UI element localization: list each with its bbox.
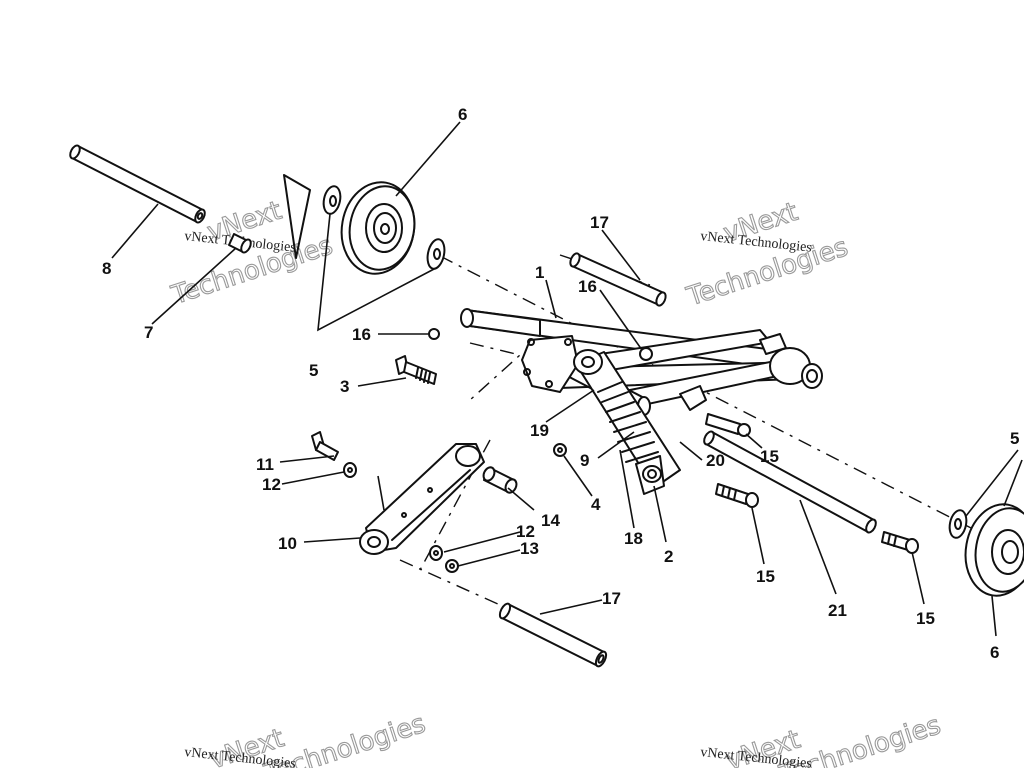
callout-12-left: 12 [262,475,281,494]
nut-16-right [639,347,653,361]
wheel-6-top [340,181,416,275]
rod-21 [703,430,877,534]
washer-5-left-b [426,238,446,270]
callout-6-right: 6 [990,643,999,662]
centerlines [399,254,1011,606]
callout-12-right: 12 [516,522,535,541]
spacer-14 [482,466,518,494]
bolt-3 [395,355,437,385]
callout-3: 3 [340,377,349,396]
washer-12-left [343,462,357,478]
rod-17-top [569,252,667,307]
callout-16-left: 16 [352,325,371,344]
callout-15-mid: 15 [756,567,775,586]
rod-17-bottom [498,602,608,668]
washer-5-left-a [322,185,342,215]
nut-13 [445,559,459,573]
callout-2: 2 [664,547,673,566]
bolt-11 [311,431,339,461]
spacer-7 [228,233,252,254]
callout-21: 21 [828,601,847,620]
washer-5-right [948,509,968,539]
callout-18: 18 [624,529,643,548]
callout-10: 10 [278,534,297,553]
nut-16-left [428,328,440,340]
watermark-bottom-right: vNext Technologies vNext Technologies [700,710,945,768]
callout-20: 20 [706,451,725,470]
bolt-15-mid [715,483,759,508]
callout-4: 4 [591,495,601,514]
callout-7: 7 [144,323,153,342]
bolt-15-right [881,531,919,554]
swing-arm-frame-1 [460,308,823,416]
rod-8 [69,144,206,224]
callout-labels: 6 8 7 5 17 1 16 16 3 19 9 20 15 4 11 12 … [102,105,1019,662]
callout-14: 14 [541,511,560,530]
callout-5-right: 5 [1010,429,1019,448]
callout-17-bottom: 17 [602,589,621,608]
shock-absorber [573,349,681,495]
callout-19: 19 [530,421,549,440]
callout-9: 9 [580,451,589,470]
wheel-6-right [964,503,1024,597]
callout-16-right: 16 [578,277,597,296]
callout-17-top: 17 [590,213,609,232]
callout-11: 11 [256,455,274,474]
callout-8: 8 [102,259,111,278]
callout-15-upper: 15 [760,447,779,466]
callout-1: 1 [535,263,544,282]
link-arm-10 [359,443,485,555]
bolt-15-upper [705,413,751,437]
callout-15-right: 15 [916,609,935,628]
washer-12-right [429,545,443,561]
watermark-top-right: vNext Technologies vNext Technologies [682,196,852,313]
watermark-bottom-left: vNext Technologies vNext Technologies [184,708,430,768]
leader-lines [111,121,1023,637]
callout-5-left: 5 [309,361,318,380]
bracket-outline [283,174,311,259]
callout-13: 13 [520,539,539,558]
callout-6-top: 6 [458,105,467,124]
nut-4 [553,443,567,457]
